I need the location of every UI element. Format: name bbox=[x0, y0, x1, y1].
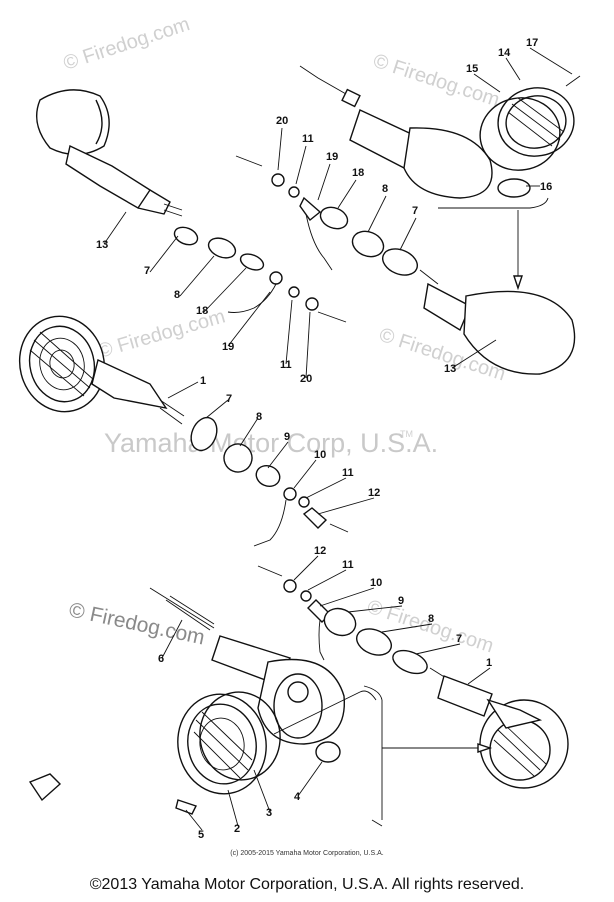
callout-19: 19 bbox=[326, 151, 338, 163]
callout-7d: 7 bbox=[456, 633, 462, 645]
callout-2: 2 bbox=[234, 823, 240, 835]
watermark-1: © Firedog.com bbox=[61, 13, 193, 75]
callout-12: 12 bbox=[368, 487, 380, 499]
callout-7b: 7 bbox=[144, 265, 150, 277]
callout-18: 18 bbox=[352, 167, 364, 179]
callout-10b: 10 bbox=[370, 577, 382, 589]
callout-7: 7 bbox=[412, 205, 418, 217]
callout-labels: 17 14 15 20 11 19 18 8 7 16 13 7 8 18 19… bbox=[96, 37, 552, 841]
bracket-icon bbox=[28, 773, 62, 802]
leader-lines bbox=[103, 47, 573, 831]
callout-20b: 20 bbox=[300, 373, 312, 385]
callout-7c: 7 bbox=[226, 393, 232, 405]
lamp-assembly-bottom-left bbox=[149, 587, 493, 827]
callout-9b: 9 bbox=[398, 595, 404, 607]
callout-16: 16 bbox=[540, 181, 552, 193]
callout-11: 11 bbox=[302, 133, 314, 145]
callout-13b: 13 bbox=[444, 363, 456, 375]
parts-chain-lower bbox=[257, 565, 569, 789]
callout-19b: 19 bbox=[222, 341, 234, 353]
copyright-main: ©2013 Yamaha Motor Corporation, U.S.A. A… bbox=[89, 876, 525, 893]
yamaha-watermark: Yamaha Motor Corp, U.S.A. bbox=[104, 428, 438, 458]
lamp-assembly-middle-left bbox=[18, 315, 349, 547]
callout-12b: 12 bbox=[314, 545, 326, 557]
callout-8c: 8 bbox=[256, 411, 262, 423]
callout-11d: 11 bbox=[342, 559, 354, 571]
parts-chain-upper bbox=[235, 155, 576, 375]
callout-10: 10 bbox=[314, 449, 326, 461]
callout-17: 17 bbox=[526, 37, 538, 49]
tm-mark: TM bbox=[400, 429, 413, 439]
copyright-small: (c) 2005-2015 Yamaha Motor Corporation, … bbox=[230, 850, 384, 857]
callout-8: 8 bbox=[382, 183, 388, 195]
callout-11c: 11 bbox=[342, 467, 354, 479]
callout-11b: 11 bbox=[280, 359, 292, 371]
lamp-assembly-top-right bbox=[299, 65, 581, 291]
callout-8d: 8 bbox=[428, 613, 434, 625]
callout-8b: 8 bbox=[174, 289, 180, 301]
callout-14: 14 bbox=[498, 47, 511, 59]
callout-5: 5 bbox=[198, 829, 204, 841]
callout-1b: 1 bbox=[486, 657, 492, 669]
callout-9: 9 bbox=[284, 431, 290, 443]
callout-15: 15 bbox=[466, 63, 478, 75]
callout-1: 1 bbox=[200, 375, 206, 387]
callout-20: 20 bbox=[276, 115, 288, 127]
lamp-assembly-top-left bbox=[36, 89, 347, 323]
callout-18b: 18 bbox=[196, 305, 208, 317]
callout-3: 3 bbox=[266, 807, 272, 819]
watermark-2: © Firedog.com bbox=[370, 50, 502, 112]
callout-6: 6 bbox=[158, 653, 164, 665]
callout-4: 4 bbox=[294, 791, 301, 803]
